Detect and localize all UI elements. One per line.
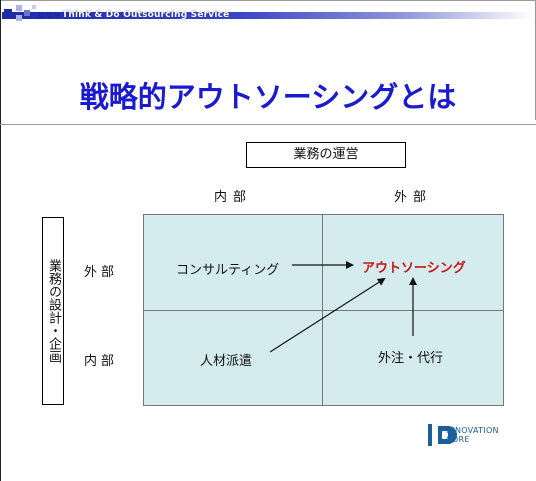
column-label-external: 外部 bbox=[393, 190, 432, 205]
top-axis-title: 業務の運営 bbox=[246, 142, 406, 168]
row-label-external: 外部 bbox=[84, 265, 119, 280]
header-title: Think & Do Outsourcing Service bbox=[62, 10, 230, 20]
left-axis-title: 業務の設計・企画 bbox=[42, 217, 64, 405]
cell-outsourcing: アウトソーシング bbox=[362, 261, 466, 276]
title-divider bbox=[0, 124, 536, 125]
slide-frame-top bbox=[0, 0, 536, 1]
cell-consulting: コンサルティング bbox=[176, 263, 280, 278]
header-bar bbox=[2, 12, 534, 19]
header-decoration bbox=[2, 3, 62, 23]
slide-frame-left bbox=[0, 0, 1, 481]
row-label-internal: 内部 bbox=[84, 354, 119, 369]
cell-subcontracting: 外注・代行 bbox=[378, 351, 444, 366]
company-logo bbox=[428, 420, 518, 454]
cell-staffing: 人材派遣 bbox=[200, 354, 253, 369]
column-label-internal: 内部 bbox=[213, 190, 252, 205]
logo-text: INNOVATION CORE bbox=[446, 426, 499, 444]
slide-title: 戦略的アウトソーシングとは bbox=[79, 80, 457, 114]
matrix-horizontal-divider bbox=[143, 310, 504, 311]
arrow-staffing-to-outsourcing bbox=[269, 277, 386, 353]
